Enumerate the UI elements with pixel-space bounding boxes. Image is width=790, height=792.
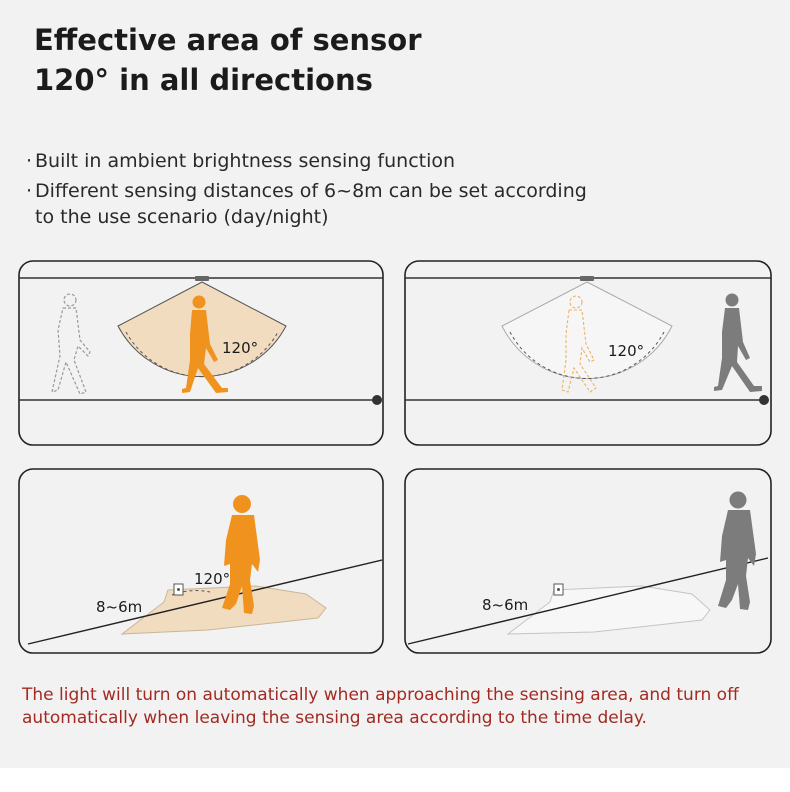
sensing-zone — [506, 585, 711, 635]
feature-text-cont: to the use scenario (day/night) — [35, 206, 329, 228]
distance-label: 8~6m — [482, 596, 528, 614]
feature-item-distance: Different sensing distances of 6~8m can … — [26, 178, 587, 230]
angle-label: 120° — [222, 339, 258, 357]
footer-line-2: automatically when leaving the sensing a… — [22, 708, 647, 728]
walking-person-orange-icon — [222, 495, 260, 614]
feature-item-brightness: Built in ambient brightness sensing func… — [26, 148, 587, 174]
footer-note: The light will turn on automatically whe… — [22, 684, 772, 730]
sensor-dot-icon — [759, 395, 769, 405]
walking-person-gray-icon — [718, 491, 756, 610]
sensing-zone — [501, 281, 673, 380]
title-line-2: 120° in all directions — [34, 63, 373, 97]
panel-side-idle: 8~6m — [404, 468, 772, 654]
walking-person-outline-orange-icon — [561, 295, 597, 393]
panel-side-active: 120° 8~6m — [18, 468, 384, 654]
footer-line-1: The light will turn on automatically whe… — [22, 685, 739, 705]
walking-person-outline-icon — [51, 293, 91, 395]
ceiling-sensor-icon — [195, 276, 209, 281]
distance-label: 8~6m — [96, 598, 142, 616]
feature-text: Different sensing distances of 6~8m can … — [35, 180, 587, 202]
sensor-dot-icon — [372, 395, 382, 405]
feature-text: Built in ambient brightness sensing func… — [35, 150, 456, 172]
feature-list: Built in ambient brightness sensing func… — [26, 148, 587, 234]
walking-person-orange-icon — [182, 295, 228, 393]
bottom-band — [0, 768, 790, 792]
title-line-1: Effective area of sensor — [34, 23, 422, 57]
panel-front-idle: 120° — [404, 260, 772, 446]
panel-front-active: 120° — [18, 260, 384, 446]
angle-arc — [509, 331, 665, 379]
wall-sensor-icon — [553, 583, 564, 596]
wall-sensor-icon — [173, 583, 184, 596]
angle-label: 120° — [608, 342, 644, 360]
sensing-zone — [120, 585, 327, 635]
angle-arc — [125, 331, 279, 378]
angle-arc — [171, 590, 211, 596]
angle-label: 120° — [194, 570, 230, 588]
ceiling-sensor-icon — [580, 276, 594, 281]
walking-person-gray-icon — [714, 293, 762, 392]
page-title: Effective area of sensor 120° in all dir… — [34, 20, 422, 100]
